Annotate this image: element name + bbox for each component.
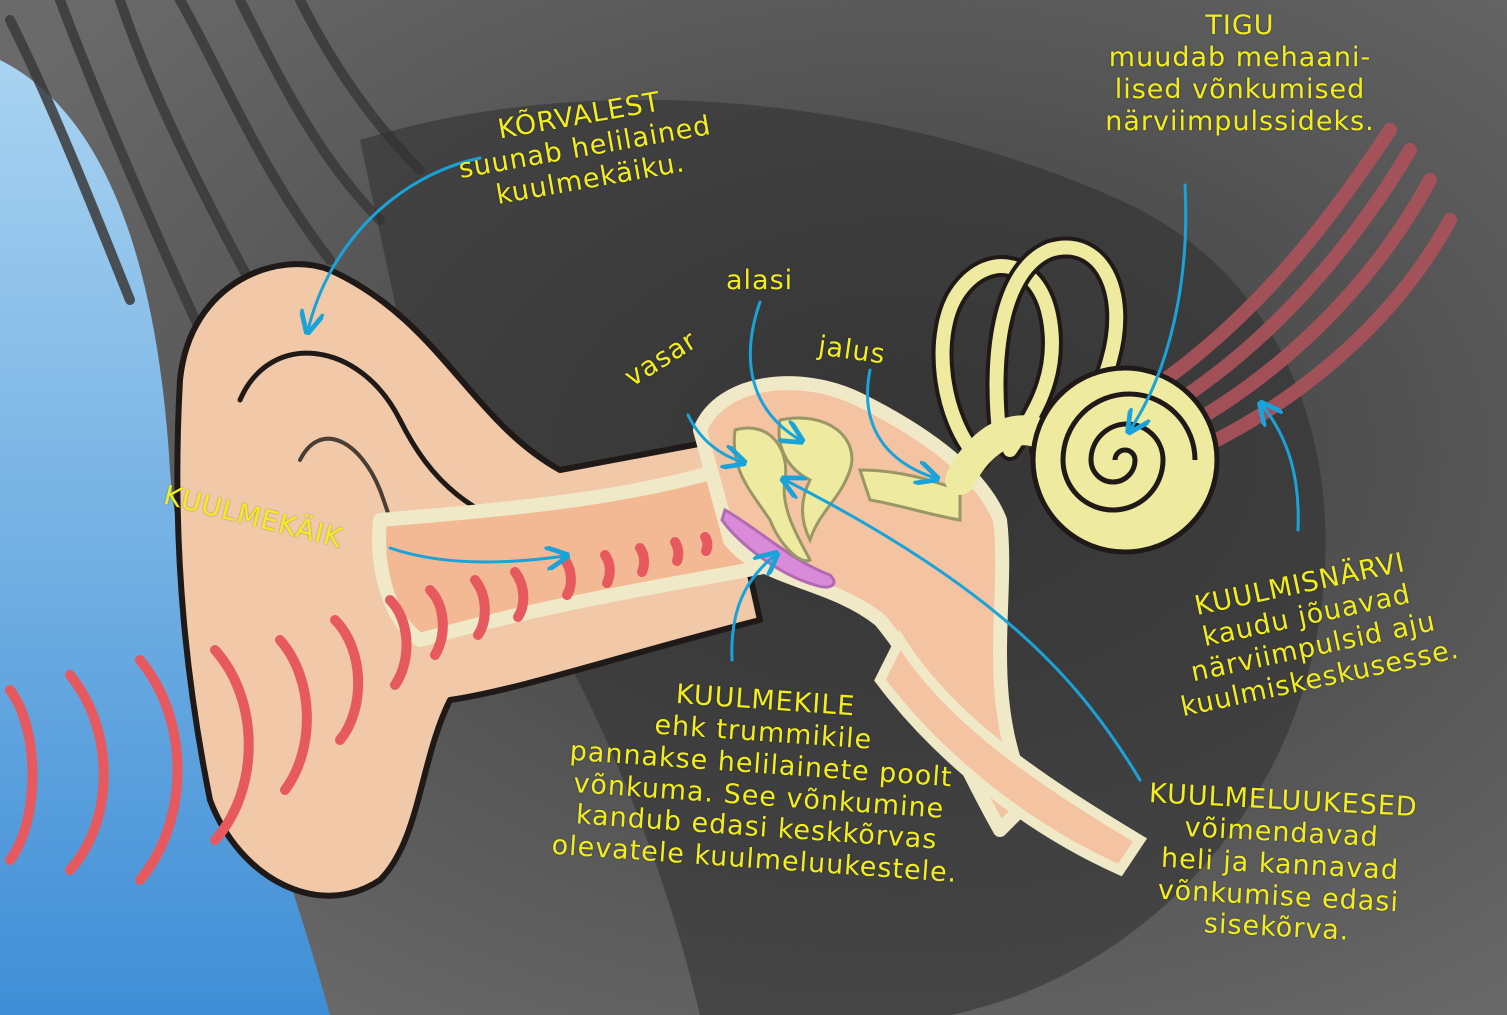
label-tigu-title: TIGU xyxy=(1075,10,1405,42)
label-alasi-title: alasi xyxy=(726,265,793,297)
label-tigu-line-1: muudab mehaani- xyxy=(1075,42,1405,74)
label-tigu-line-3: närviimpulssideks. xyxy=(1075,106,1405,138)
label-kuulmeluukesed: KUULMELUUKESED võimendavad heli ja kanna… xyxy=(1116,777,1444,953)
label-tigu-line-2: lised võnkumised xyxy=(1075,74,1405,106)
label-alasi: alasi xyxy=(726,265,793,297)
label-tigu: TIGU muudab mehaani- lised võnkumised nä… xyxy=(1075,10,1405,137)
label-kuulmekile: KUULMEKILE ehk trummikile pannakse helil… xyxy=(514,668,1006,892)
